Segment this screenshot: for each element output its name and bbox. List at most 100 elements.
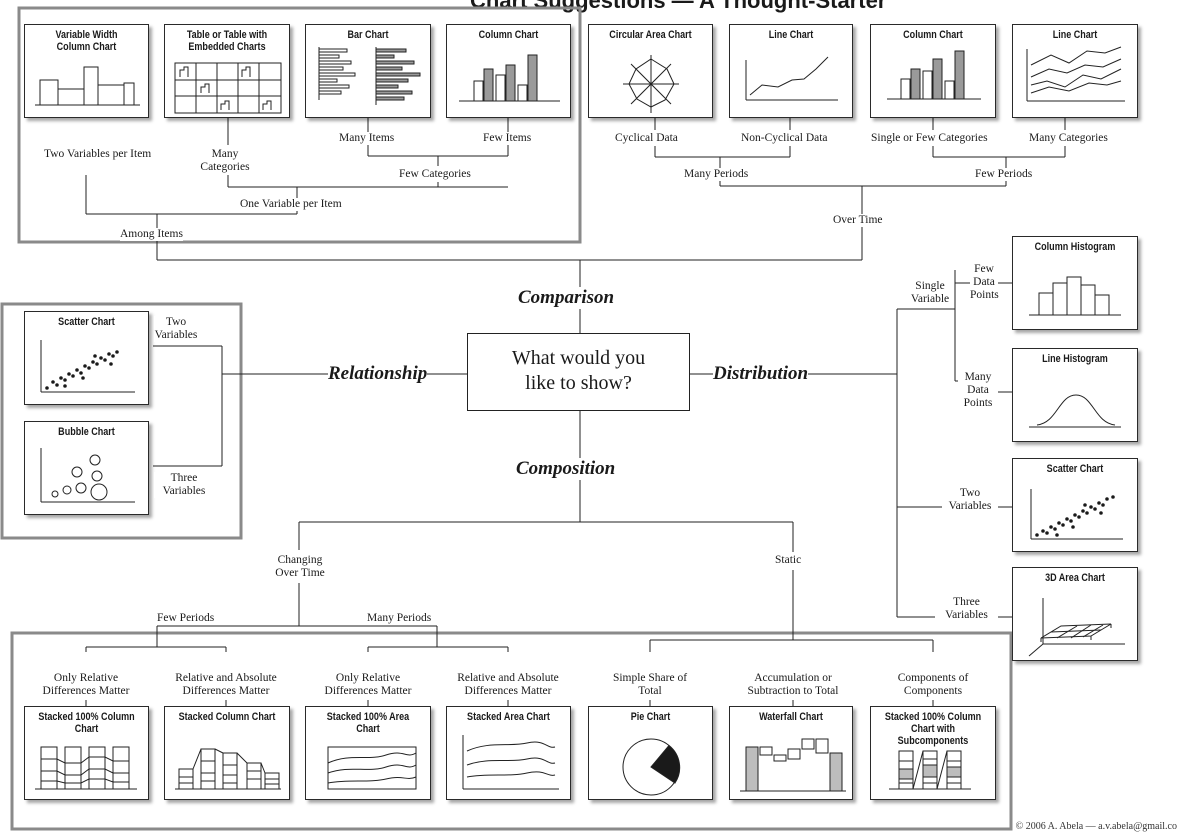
label-relative-and-absolute-2: Relative and Absolute Differences Matter <box>448 672 568 698</box>
waterfall-chart-card[interactable]: Waterfall Chart <box>729 706 853 800</box>
line-chart-time-card[interactable]: Line Chart <box>1012 24 1138 118</box>
column-histogram-icon <box>1029 276 1121 316</box>
scatter-dot <box>1071 525 1075 529</box>
label-relationship-three-variables: Three Variables <box>154 472 214 498</box>
scatter-dot <box>109 362 113 366</box>
scatter-dot <box>1041 529 1045 533</box>
variable-width-column-chart-card[interactable]: Variable Width Column Chart <box>24 24 149 118</box>
stacked-100-column-chart-card[interactable]: Stacked 100% Column Chart <box>24 706 149 800</box>
scatter-dot <box>1061 523 1065 527</box>
scatter-dot <box>83 364 87 368</box>
card-title: Bubble Chart <box>58 426 115 438</box>
bubble-chart-card[interactable]: Bubble Chart <box>24 421 149 515</box>
card-title: Line Chart <box>768 29 814 41</box>
scatter-dot <box>1045 531 1049 535</box>
card-title: Table or Table with Embedded Charts <box>186 29 268 53</box>
label-only-relative-1: Only Relative Differences Matter <box>36 672 136 698</box>
card-title: Waterfall Chart <box>759 711 823 723</box>
scatter-dot <box>55 383 59 387</box>
scatter-chart-icon <box>40 340 135 393</box>
table-with-embedded-charts-card[interactable]: Table or Table with Embedded Charts <box>164 24 290 118</box>
scatter-chart-relationship-card[interactable]: Scatter Chart <box>24 311 149 405</box>
scatter-dot <box>71 374 75 378</box>
card-title: Stacked 100% Column Chart <box>38 711 135 735</box>
label-only-relative-2: Only Relative Differences Matter <box>318 672 418 698</box>
center-question-text: What would you like to show? <box>511 347 646 394</box>
footer-copyright: © 2006 A. Abela — a.v.abela@gmail.co <box>1015 821 1177 832</box>
label-many-categories-table: Many Categories <box>193 148 257 174</box>
pie-chart-card[interactable]: Pie Chart <box>588 706 713 800</box>
line-histogram-icon <box>1029 394 1121 428</box>
label-static: Static <box>775 554 802 567</box>
label-two-variables-per-item: Two Variables per Item <box>44 148 152 161</box>
label-over-time: Over Time <box>833 214 883 227</box>
bar-chart-card[interactable]: Bar Chart <box>305 24 431 118</box>
scatter-dot <box>1085 511 1089 515</box>
scatter-dot <box>111 354 115 358</box>
line-chart-icon <box>745 56 838 101</box>
stacked-100-area-chart-card[interactable]: Stacked 100% Area Chart <box>305 706 431 800</box>
stacked-100-area-icon <box>327 746 417 790</box>
scatter-dot <box>63 378 67 382</box>
label-many-categories: Many Categories <box>1029 132 1108 145</box>
scatter-dot <box>95 362 99 366</box>
column-chart-icon <box>459 54 560 102</box>
label-single-or-few-categories: Single or Few Categories <box>871 132 988 145</box>
scatter-dot <box>1081 509 1085 513</box>
stacked-100-subcomponents-icon <box>889 750 971 790</box>
diagram-title: Chart Suggestions — A Thought-Starter <box>470 0 887 13</box>
circular-area-chart-card[interactable]: Circular Area Chart <box>588 24 713 118</box>
label-few-data-points: Few Data Points <box>970 263 999 302</box>
card-title: Column Histogram <box>1034 241 1116 253</box>
stacked-area-icon <box>462 735 559 790</box>
label-many-periods: Many Periods <box>367 612 432 625</box>
column-chart-items-card[interactable]: Column Chart <box>446 24 571 118</box>
scatter-dot <box>81 376 85 380</box>
stacked-100-column-icon <box>35 746 137 790</box>
scatter-dot <box>79 371 83 375</box>
scatter-dot <box>107 352 111 356</box>
relationship-group <box>0 302 243 540</box>
card-title: Bar Chart <box>347 29 389 41</box>
stacked-area-chart-card[interactable]: Stacked Area Chart <box>446 706 571 800</box>
bubble-chart-icon <box>40 448 135 503</box>
label-few-categories: Few Categories <box>399 168 471 181</box>
column-histogram-card[interactable]: Column Histogram <box>1012 236 1138 330</box>
label-relationship-two-variables: Two Variables <box>154 316 198 342</box>
scatter-chart-icon <box>1030 489 1123 540</box>
card-title: Line Histogram <box>1042 353 1108 365</box>
variable-width-column-icon <box>35 66 140 106</box>
label-simple-share-of-total: Simple Share of Total <box>610 672 690 698</box>
label-components-of-components: Components of Components <box>888 672 978 698</box>
card-title: Column Chart <box>903 29 963 41</box>
card-title: Column Chart <box>478 29 539 41</box>
scatter-dot <box>1083 503 1087 507</box>
card-title: Line Chart <box>1052 29 1098 41</box>
line-chart-cyclical-card[interactable]: Line Chart <box>729 24 853 118</box>
label-distribution-three-variables: Three Variables <box>935 596 998 622</box>
label-changing-over-time: Changing Over Time <box>268 554 332 580</box>
scatter-chart-distribution-card[interactable]: Scatter Chart <box>1012 458 1138 552</box>
card-title: Pie Chart <box>630 711 671 723</box>
card-title: 3D Area Chart <box>1045 572 1105 584</box>
card-title: Scatter Chart <box>58 316 115 328</box>
3d-area-chart-card[interactable]: 3D Area Chart <box>1012 567 1138 661</box>
label-many-periods-time: Many Periods <box>684 168 749 181</box>
scatter-dot <box>93 354 97 358</box>
label-among-items: Among Items <box>120 228 183 241</box>
label-accumulation-or-subtraction: Accumulation or Subtraction to Total <box>738 672 848 698</box>
scatter-dot <box>1035 533 1039 537</box>
scatter-dot <box>115 350 119 354</box>
label-cyclical-data: Cyclical Data <box>615 132 678 145</box>
label-many-items: Many Items <box>339 132 395 145</box>
scatter-dot <box>1065 517 1069 521</box>
scatter-dot <box>1097 501 1101 505</box>
card-title: Variable Width Column Chart <box>55 29 118 53</box>
column-chart-time-card[interactable]: Column Chart <box>870 24 996 118</box>
line-histogram-card[interactable]: Line Histogram <box>1012 348 1138 442</box>
stacked-100-column-subcomponents-card[interactable]: Stacked 100% Column Chart with Subcompon… <box>870 706 996 800</box>
scatter-dot <box>1093 507 1097 511</box>
hub-composition: Composition <box>516 458 616 480</box>
stacked-column-chart-card[interactable]: Stacked Column Chart <box>164 706 290 800</box>
scatter-dot <box>1053 527 1057 531</box>
